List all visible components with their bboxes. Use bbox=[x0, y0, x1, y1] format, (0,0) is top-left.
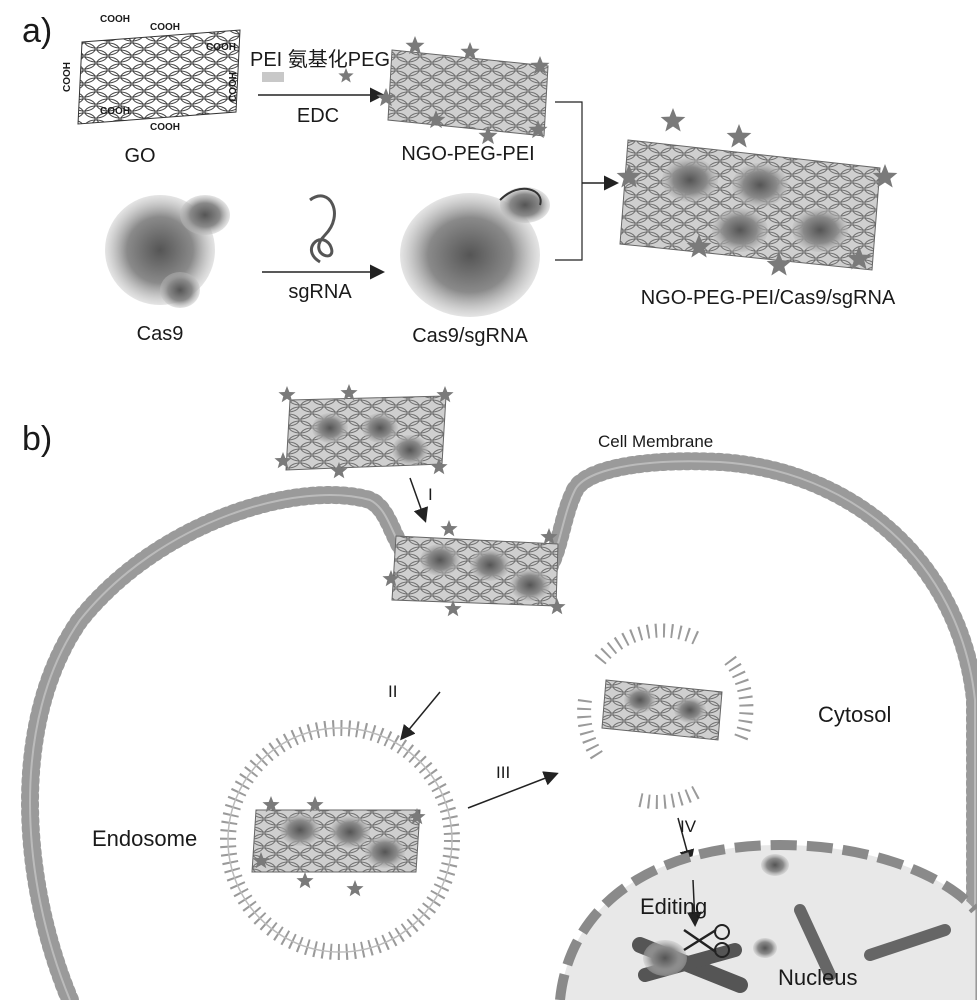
endosome bbox=[220, 720, 460, 960]
scissors-icon bbox=[683, 924, 730, 958]
step-4-label: IV bbox=[680, 817, 697, 836]
final-label: NGO-PEG-PEI/Cas9/sgRNA bbox=[641, 287, 896, 309]
final-nanocomplex bbox=[616, 108, 898, 276]
ruptured-endosome bbox=[577, 623, 754, 809]
cooh-label: COOH bbox=[62, 62, 73, 92]
go-label: GO bbox=[124, 145, 155, 167]
sgrna-strand bbox=[309, 194, 336, 264]
chromosomes bbox=[632, 854, 951, 993]
arrow-step-3 bbox=[467, 771, 559, 809]
cell-membrane-label: Cell Membrane bbox=[598, 432, 713, 451]
combine-bracket bbox=[555, 101, 619, 261]
endosome-label: Endosome bbox=[92, 826, 197, 851]
cooh-label: COOH bbox=[150, 22, 180, 33]
step-3-label: III bbox=[496, 763, 510, 782]
edc-label: EDC bbox=[297, 105, 339, 127]
nanocomplex-entering bbox=[274, 384, 454, 479]
cooh-label: COOH bbox=[206, 42, 236, 53]
sgrna-label: sgRNA bbox=[288, 281, 352, 303]
panel-b-label: b) bbox=[22, 420, 52, 458]
go-sheet bbox=[77, 29, 241, 125]
cooh-label: COOH bbox=[100, 14, 130, 25]
cas9-protein bbox=[105, 195, 230, 308]
arrow-step-1 bbox=[409, 477, 429, 523]
reagents-label: PEI 氨基化PEG bbox=[250, 48, 390, 71]
nanocomplex-in-pit bbox=[382, 520, 566, 617]
arrow-step-2 bbox=[400, 691, 441, 741]
step-2-label: II bbox=[388, 682, 397, 701]
peg-swatch bbox=[262, 72, 284, 82]
cooh-groups: COOH COOH COOH COOH COOH COOH COOH bbox=[62, 14, 239, 133]
ngo-peg-pei-sheet bbox=[376, 36, 550, 145]
arrow-editing bbox=[686, 879, 702, 927]
cooh-label: COOH bbox=[150, 122, 180, 133]
cas9-sgrna-complex bbox=[400, 187, 550, 317]
cooh-label: COOH bbox=[100, 106, 130, 117]
nucleus-label: Nucleus bbox=[778, 965, 857, 990]
cooh-label: COOH bbox=[228, 72, 239, 102]
step-1-label: I bbox=[428, 485, 433, 504]
panel-a-label: a) bbox=[22, 12, 52, 50]
cas9-label: Cas9 bbox=[137, 323, 184, 345]
ngo-label: NGO-PEG-PEI bbox=[401, 143, 534, 165]
complex-label: Cas9/sgRNA bbox=[412, 325, 528, 347]
editing-label: Editing bbox=[640, 894, 707, 919]
cytosol-label: Cytosol bbox=[818, 702, 891, 727]
